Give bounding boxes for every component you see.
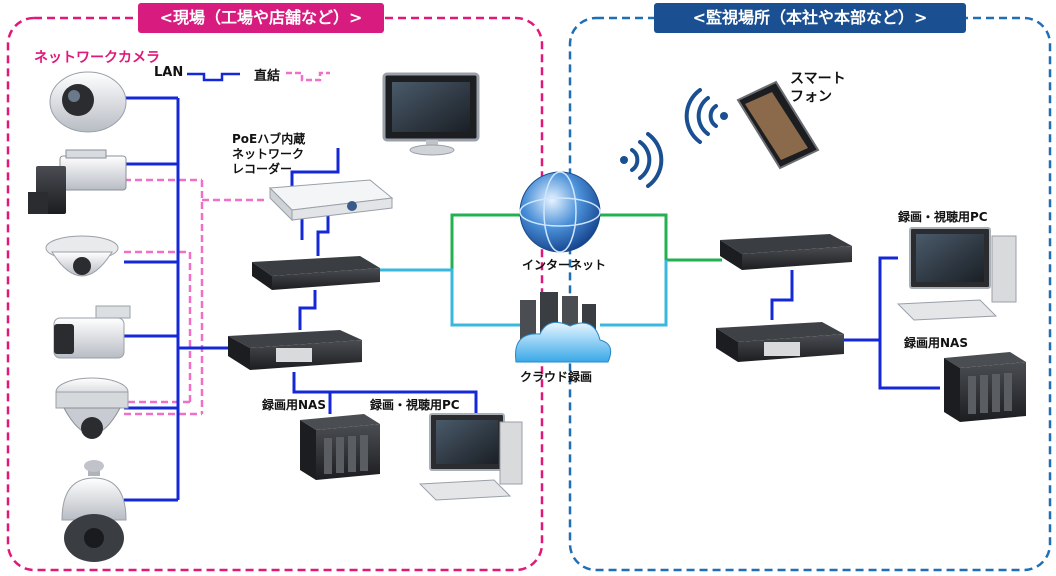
remote-nas-label: 録画用NAS [904,336,968,350]
site-internet-links [290,148,520,327]
cameras-title: ネットワークカメラ [34,50,160,66]
smartphone-label: スマート フォン [790,70,846,106]
legend-lan-line [187,72,240,82]
legend-lan-label: LAN [154,65,184,80]
monitor-header-pill [654,3,966,33]
nvr-label-line-2: ネットワーク [232,147,305,161]
remote-pc-label: 録画・視聴用PC [898,210,988,224]
cloud-label: クラウド録画 [520,370,593,384]
switch-icon [228,330,362,370]
legend-direct-label: 直結 [254,69,281,84]
wifi-icon [620,132,664,188]
pc-icon [418,413,523,501]
cloud-server-icon [515,292,612,363]
camera-icon [49,71,127,133]
nvr-label: PoEハブ内蔵 ネットワーク レコーダー [232,132,305,177]
router-icon [252,256,380,290]
smartphone-icon [736,80,820,170]
nvr-label-line-1: PoEハブ内蔵 [232,132,306,146]
site-nas-label: 録画用NAS [262,398,326,412]
router-icon [720,234,852,270]
legend-direct-line [286,71,330,82]
nas-icon [944,352,1026,422]
wifi-icon [684,88,728,144]
camera-icon [53,305,131,359]
internet-label: インターネット [522,258,607,272]
lan-links [124,96,478,502]
smartphone-label-line-1: スマート [790,71,846,87]
nas-icon [300,414,380,480]
camera-icon [28,149,127,214]
monitor-section-title: <監視場所（本社や本部など）> [692,8,928,27]
nvr-label-line-3: レコーダー [232,162,293,176]
pc-icon [896,227,1017,321]
smartphone-label-line-2: フォン [790,89,832,105]
switch-icon [716,322,844,362]
monitor-icon [382,72,480,156]
site-header-pill [138,3,384,33]
site-pc-label: 録画・視聴用PC [370,398,460,412]
monitor-links [600,213,940,390]
camera-icon [61,460,127,562]
direct-links [124,178,268,416]
globe-icon [519,171,601,253]
site-section-title: <現場（工場や店舗など）> [159,8,363,27]
nvr-icon [268,179,394,222]
camera-icon [55,377,129,439]
camera-icon [45,235,119,277]
